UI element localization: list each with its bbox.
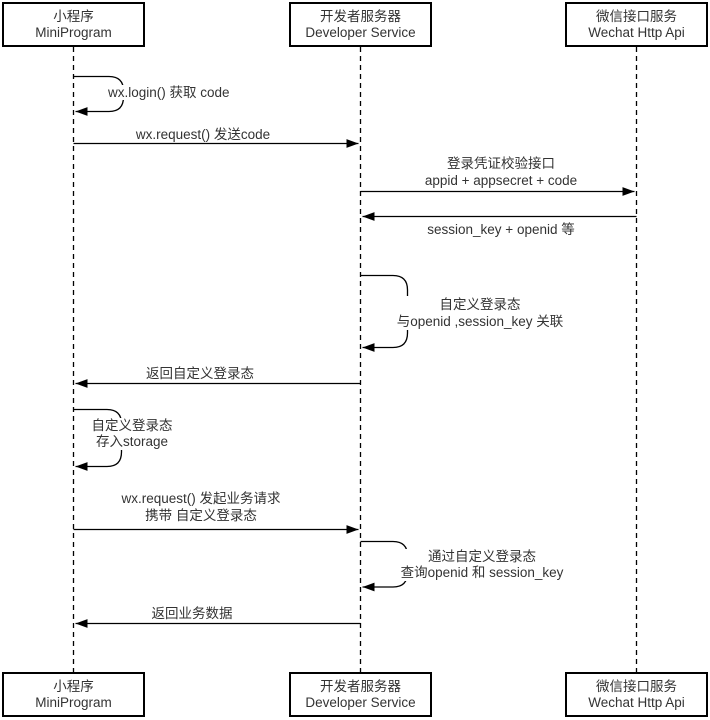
actor-name-cn: 微信接口服务 <box>596 678 677 694</box>
message-5-label: 自定义登录态 与openid ,session_key 关联 <box>394 296 566 330</box>
actor-top-miniprogram: 小程序 MiniProgram <box>2 2 145 47</box>
actor-name-cn: 小程序 <box>53 678 94 694</box>
actor-bottom-miniprogram: 小程序 MiniProgram <box>2 672 145 717</box>
actor-top-developer-service: 开发者服务器 Developer Service <box>289 2 432 47</box>
message-7-label: 自定义登录态 存入storage <box>89 418 175 450</box>
message-6-label: 返回自定义登录态 <box>146 366 254 381</box>
actor-name-en: Developer Service <box>305 694 416 710</box>
actor-name-cn: 开发者服务器 <box>320 8 401 24</box>
actor-name-en: MiniProgram <box>35 24 112 40</box>
actor-bottom-wechat-api: 微信接口服务 Wechat Http Api <box>565 672 708 717</box>
actor-name-cn: 小程序 <box>53 8 94 24</box>
actor-name-en: Wechat Http Api <box>588 694 685 710</box>
actor-bottom-developer-service: 开发者服务器 Developer Service <box>289 672 432 717</box>
message-10-label: 返回业务数据 <box>151 606 233 621</box>
message-3-label: 登录凭证校验接口 appid + appsecret + code <box>424 156 578 188</box>
message-4-label: session_key + openid 等 <box>427 222 575 237</box>
actor-name-cn: 微信接口服务 <box>596 8 677 24</box>
message-9-label: 通过自定义登录态 查询openid 和 session_key <box>398 549 566 581</box>
actor-name-en: Wechat Http Api <box>588 24 685 40</box>
actor-name-cn: 开发者服务器 <box>320 678 401 694</box>
message-1-label: wx.login() 获取 code <box>106 85 232 100</box>
message-8-label: wx.request() 发起业务请求 携带 自定义登录态 <box>121 491 281 523</box>
actor-name-en: Developer Service <box>305 24 416 40</box>
actor-name-en: MiniProgram <box>35 694 112 710</box>
message-2-label: wx.request() 发送code <box>135 127 271 142</box>
actor-top-wechat-api: 微信接口服务 Wechat Http Api <box>565 2 708 47</box>
